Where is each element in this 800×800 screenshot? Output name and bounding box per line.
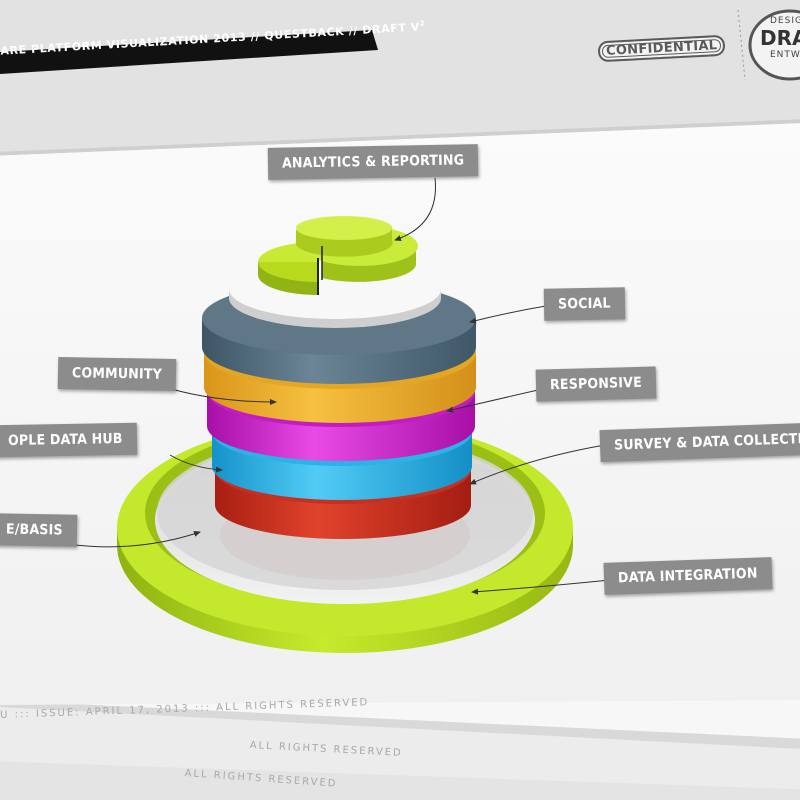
- header-band: [0, 0, 800, 152]
- logo-top-text: DESIG: [770, 16, 800, 26]
- logo-main-text: DRA: [760, 26, 800, 50]
- sheet-back-1: [0, 707, 800, 790]
- header-divider: [0, 119, 800, 156]
- callout-responsive: [446, 389, 539, 413]
- label-analytics-reporting: ANALYTICS & REPORTING: [267, 144, 479, 180]
- callout-people-hub: [169, 454, 223, 473]
- label-community: COMMUNITY: [57, 356, 177, 392]
- header-title-superscript: 2: [419, 19, 426, 28]
- callout-lines: [74, 177, 611, 595]
- analytics-pie: [258, 216, 418, 295]
- header-title-bar: [0, 30, 378, 74]
- logo-divider: [737, 9, 746, 81]
- callout-social: [469, 305, 547, 324]
- callout-basis: [74, 531, 201, 548]
- label-responsive: RESPONSIVE: [535, 366, 657, 402]
- callout-analytics: [394, 177, 436, 241]
- label-social: SOCIAL: [543, 287, 625, 321]
- label-data-integration: DATA INTEGRATION: [603, 557, 773, 595]
- logo-circle: [748, 9, 800, 81]
- callout-integration: [471, 579, 611, 595]
- callout-survey: [469, 444, 606, 485]
- label-basis: E/BASIS: [0, 513, 78, 547]
- logo-bottom-text: ENTW: [770, 50, 800, 60]
- label-people-data-hub: OPLE DATA HUB: [0, 422, 137, 458]
